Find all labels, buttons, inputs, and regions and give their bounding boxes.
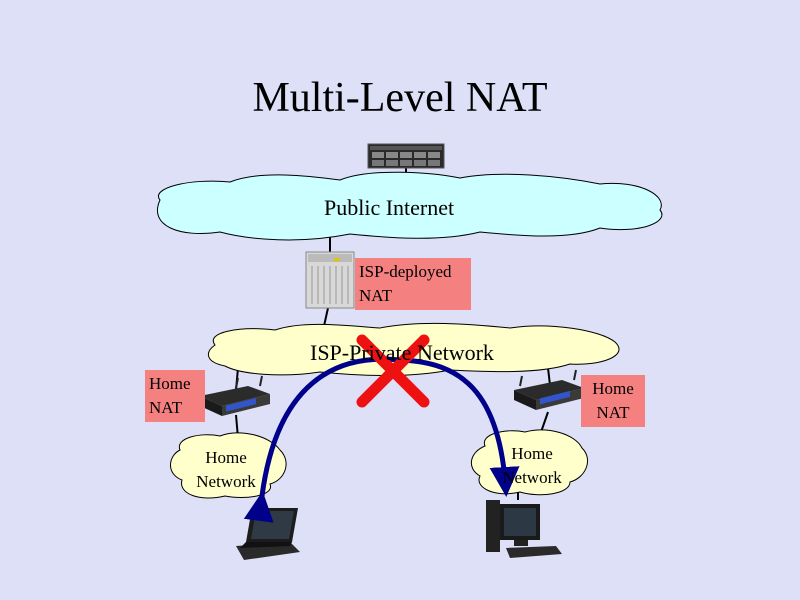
home-nat-left-line2: NAT	[149, 398, 183, 417]
home-network-left-label: Home Network	[190, 446, 262, 494]
isp-nat-label: ISP-deployed NAT	[355, 258, 471, 310]
public-internet-cloud	[157, 171, 663, 241]
home-router-right-icon	[514, 369, 584, 410]
laptop-icon	[236, 508, 300, 560]
link-homenet-laptop	[261, 494, 267, 511]
home-network-right-label: Home Network	[496, 442, 568, 490]
public-internet-label: Public Internet	[324, 195, 455, 220]
home-nat-right-line1: Home	[592, 379, 634, 398]
slide-title: Multi-Level NAT	[252, 75, 548, 121]
home-network-left-line2: Network	[196, 472, 256, 491]
red-x-icon	[356, 334, 430, 408]
isp-nat-label-line1: ISP-deployed	[359, 262, 452, 281]
home-network-right-line1: Home	[511, 444, 553, 463]
home-nat-left-line1: Home	[149, 374, 191, 393]
carrier-grade-nat-icon	[305, 251, 355, 309]
home-network-left-line1: Home	[205, 448, 247, 467]
desktop-computer-icon	[486, 500, 562, 558]
home-network-right-line2: Network	[502, 468, 562, 487]
home-nat-left-label: Home NAT	[145, 370, 205, 422]
home-router-left-icon	[200, 375, 270, 416]
home-nat-right-line2: NAT	[596, 403, 630, 422]
home-nat-right-label: Home NAT	[581, 375, 645, 427]
isp-network-label: ISP-Private Network	[310, 340, 494, 365]
isp-nat-label-line2: NAT	[359, 286, 393, 305]
rack-server-icon	[367, 143, 445, 169]
link-ispnet-router-right	[547, 367, 551, 386]
